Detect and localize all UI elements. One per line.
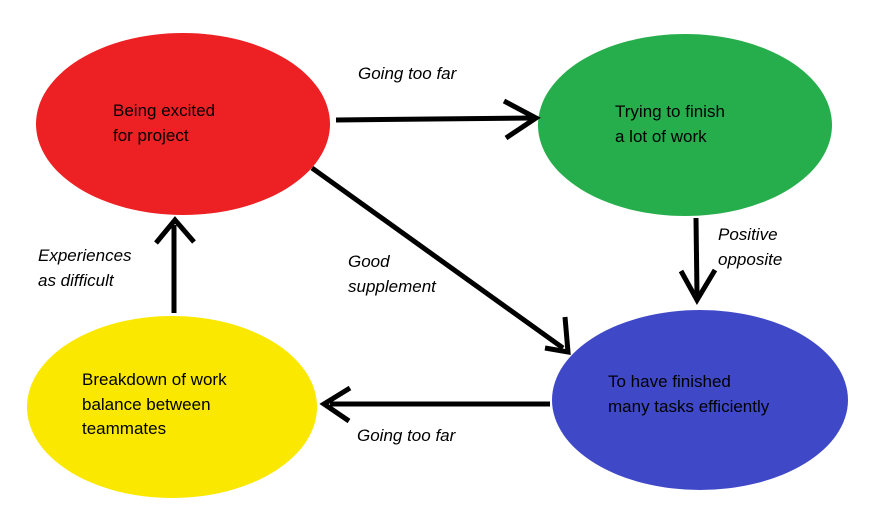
edge-line-excited-to-finished-tasks[interactable] (310, 165, 565, 351)
arrowhead-excited-to-finish-work (502, 98, 541, 141)
edge-lines-layer (154, 98, 718, 424)
node-ellipse-excited[interactable] (36, 33, 330, 215)
edge-line-excited-to-finish-work[interactable] (335, 115, 532, 123)
head-going-too-far-left (319, 385, 352, 424)
arrowhead-excited-to-finished-tasks (544, 316, 571, 356)
node-ellipse-finish-work[interactable] (538, 34, 832, 216)
node-ellipse-breakdown[interactable] (27, 316, 317, 498)
node-ellipse-finished-tasks[interactable] (552, 310, 848, 490)
node-shapes-layer (27, 33, 848, 498)
arrowhead-finish-work-to-finished-tasks (678, 268, 718, 306)
edge-line-finish-work-to-finished-tasks[interactable] (693, 217, 700, 296)
head-experiences (154, 216, 196, 245)
